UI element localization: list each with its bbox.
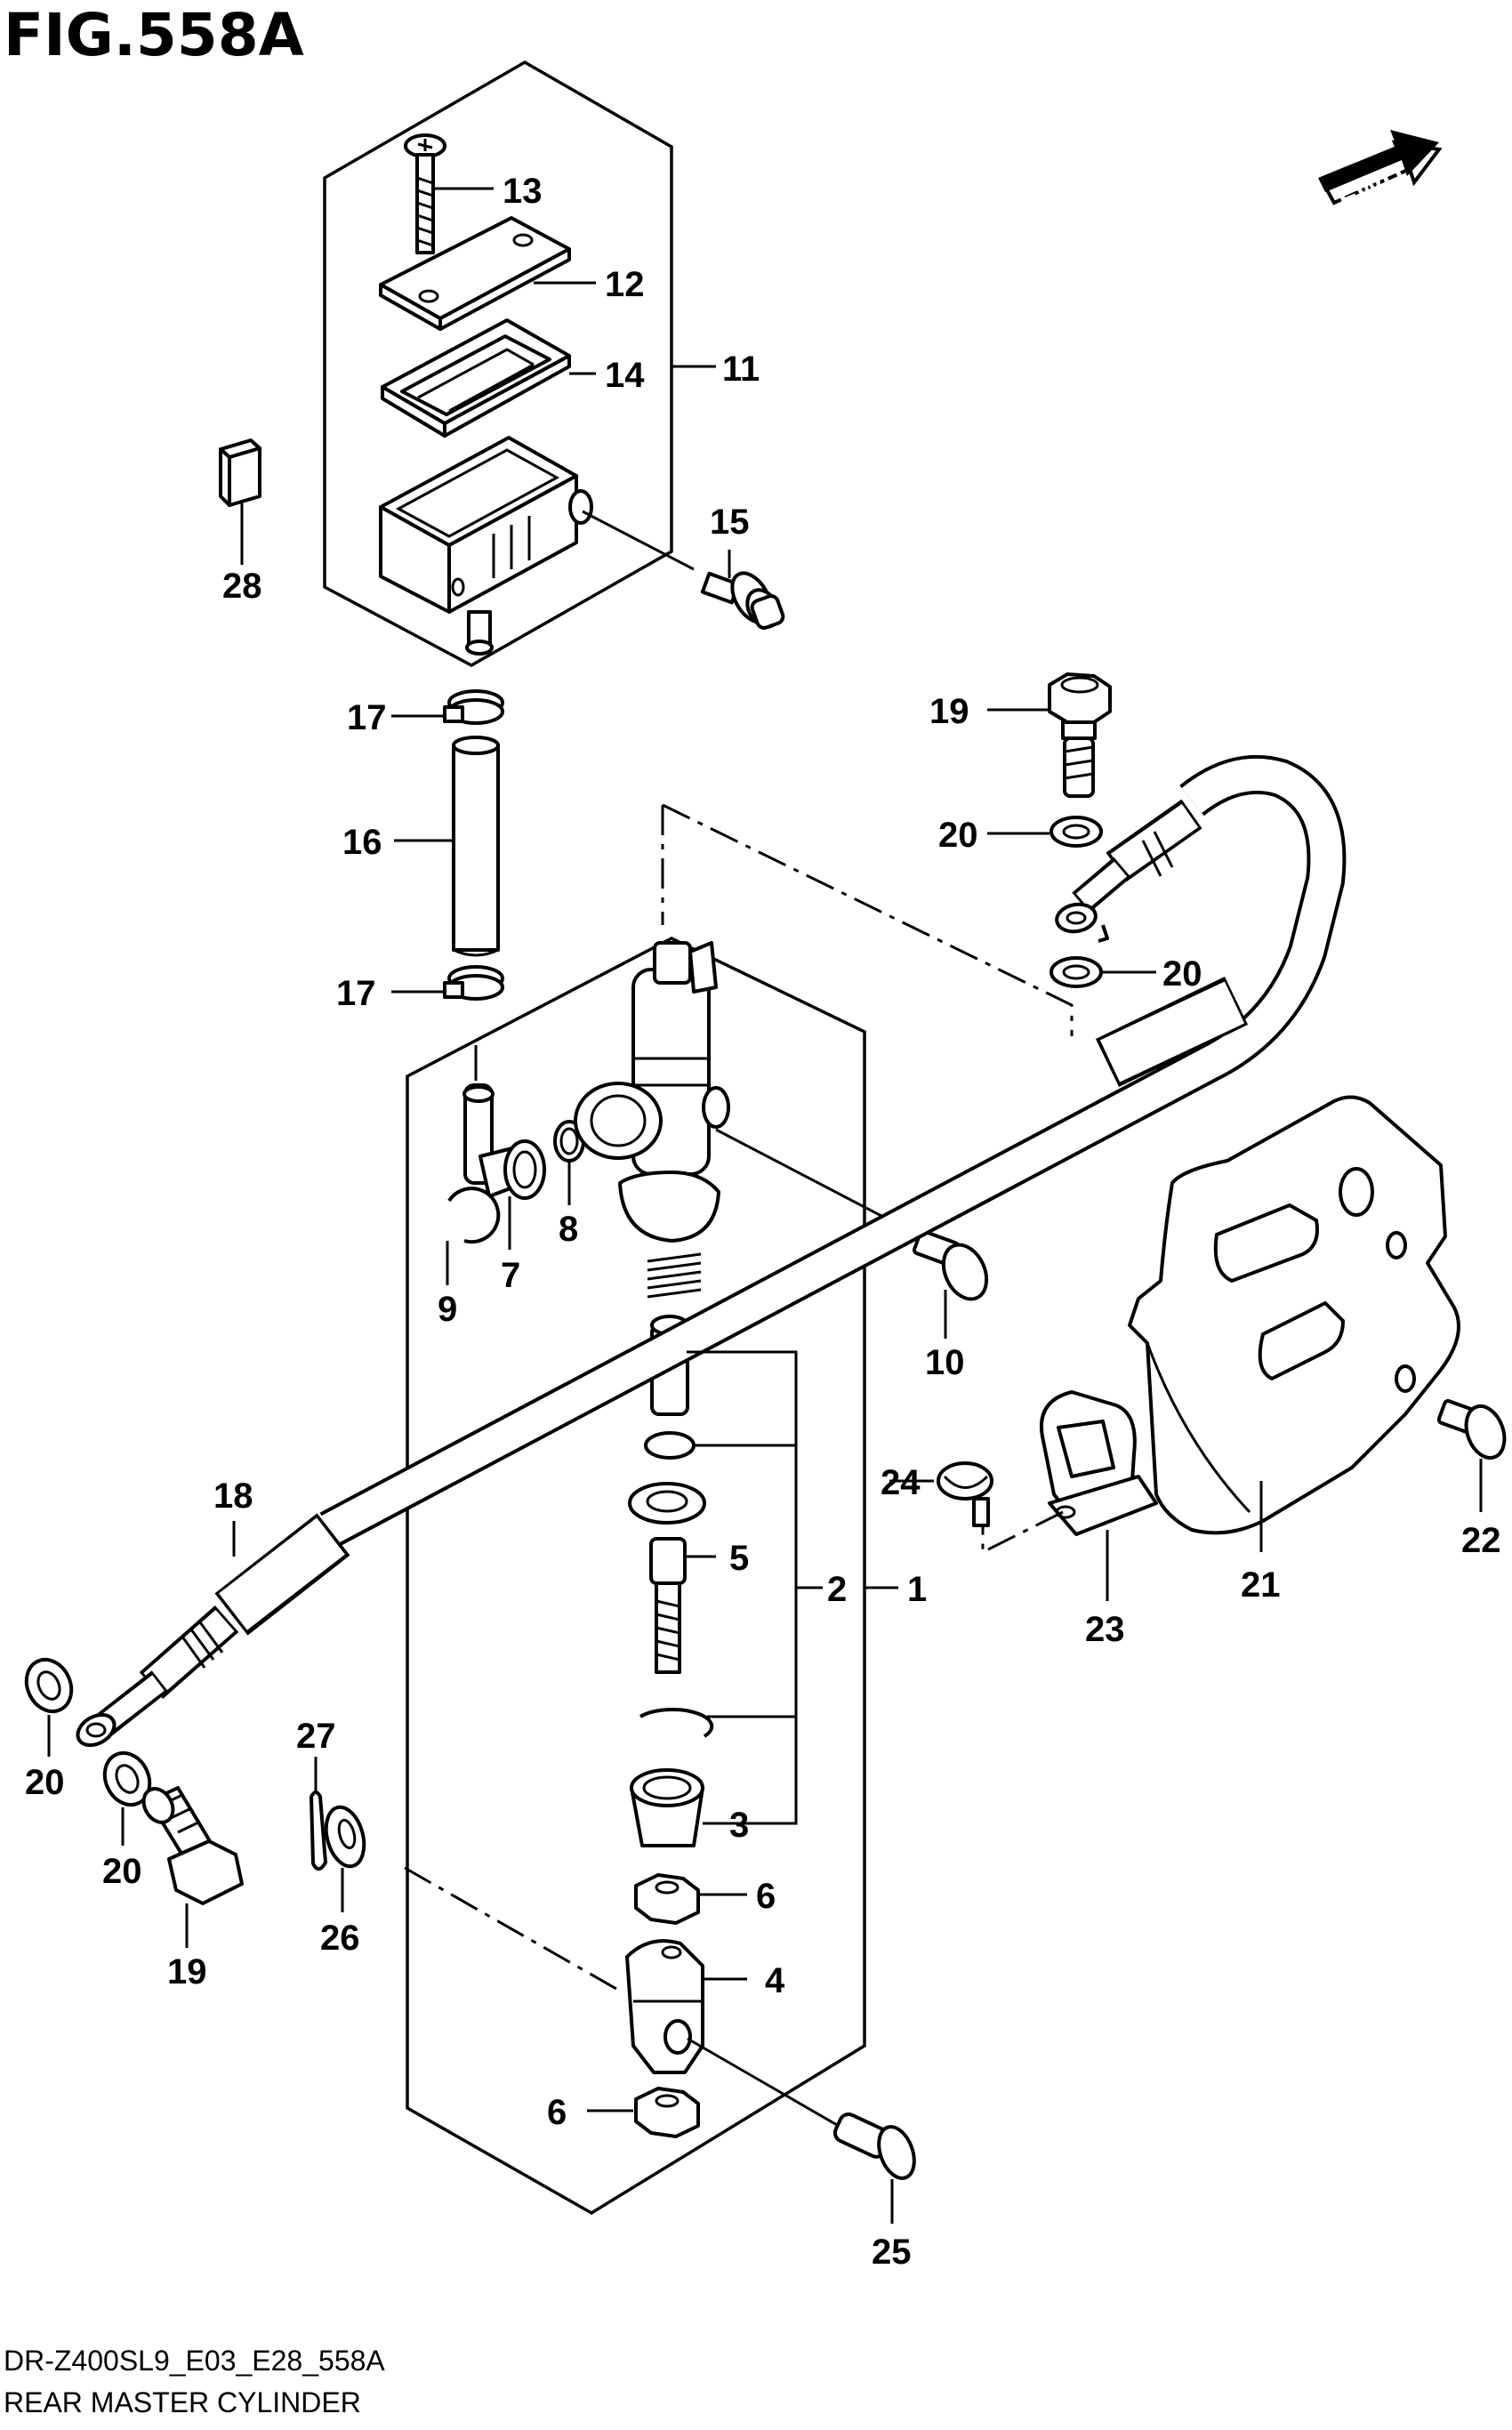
callout-17-lower: 17 bbox=[336, 974, 376, 1013]
callout-11: 11 bbox=[722, 350, 760, 389]
hose-clamp-17-lower bbox=[443, 965, 504, 1001]
cup-seal bbox=[644, 1431, 696, 1460]
callout-9: 9 bbox=[438, 1290, 457, 1329]
master-cylinder-box bbox=[406, 937, 866, 2216]
label-block-28 bbox=[219, 439, 261, 507]
callout-8: 8 bbox=[559, 1210, 578, 1249]
diaphragm-14 bbox=[381, 318, 571, 438]
callout-28: 28 bbox=[222, 567, 262, 606]
callout-20-a: 20 bbox=[938, 816, 978, 855]
nut-6-upper bbox=[634, 1873, 700, 1925]
dash-24-line bbox=[981, 1510, 1064, 1555]
callout-13: 13 bbox=[503, 172, 543, 211]
callout-20-d: 20 bbox=[102, 1852, 142, 1891]
callout-15: 15 bbox=[710, 503, 750, 542]
callout-20-c: 20 bbox=[25, 1763, 65, 1802]
callout-23: 23 bbox=[1085, 1610, 1125, 1649]
callout-17-upper: 17 bbox=[347, 698, 387, 737]
hose-route-dashline bbox=[662, 803, 1074, 1036]
callout-7: 7 bbox=[501, 1256, 520, 1295]
nut-6-lower bbox=[634, 2087, 700, 2138]
reservoir-cap-12 bbox=[379, 216, 571, 331]
push-rod-5 bbox=[649, 1537, 687, 1674]
figure-code: DR-Z400SL9_E03_E28_558A bbox=[4, 2345, 385, 2377]
callout-16: 16 bbox=[342, 823, 382, 862]
cotter-pin-27 bbox=[310, 1790, 327, 1871]
washer-20-b bbox=[1050, 956, 1103, 988]
reservoir-body-11 bbox=[379, 436, 593, 656]
screw-13 bbox=[404, 133, 446, 254]
callout-20-b: 20 bbox=[1162, 954, 1202, 994]
callout-3: 3 bbox=[729, 1806, 749, 1845]
washer-20-c bbox=[24, 1657, 74, 1714]
bolt-10 bbox=[913, 1229, 989, 1301]
bolt-15 bbox=[700, 571, 785, 630]
callout-24: 24 bbox=[881, 1463, 921, 1502]
leader-25-line bbox=[687, 2037, 855, 2136]
callout-26: 26 bbox=[320, 1919, 360, 1958]
washer-26 bbox=[324, 1805, 366, 1869]
leader-15-line bbox=[582, 510, 695, 571]
banjo-bolt-19-upper bbox=[1048, 672, 1112, 798]
figure-title: FIG.558A bbox=[4, 1, 304, 69]
callout-25: 25 bbox=[872, 2233, 912, 2272]
leader-lines bbox=[232, 187, 1156, 2112]
callout-19-upper: 19 bbox=[929, 692, 969, 731]
callout-19-lower: 19 bbox=[167, 1952, 207, 1991]
callout-6-upper: 6 bbox=[756, 1877, 776, 1916]
callout-2: 2 bbox=[827, 1570, 847, 1609]
clevis-pin-25 bbox=[832, 2112, 916, 2180]
hose-16 bbox=[452, 736, 500, 957]
callout-22: 22 bbox=[1461, 1521, 1501, 1560]
callout-12: 12 bbox=[605, 265, 645, 304]
screw-24 bbox=[937, 1461, 993, 1527]
dash-26-line bbox=[404, 1866, 623, 1994]
callout-27: 27 bbox=[296, 1717, 336, 1756]
banjo-bolt-19-lower bbox=[141, 1786, 244, 1905]
clamp-bracket-23 bbox=[1040, 1390, 1158, 1536]
boot-3 bbox=[630, 1768, 704, 1847]
callout-6-lower: 6 bbox=[547, 2093, 567, 2132]
washer-20-a bbox=[1050, 816, 1103, 848]
brake-hose-18 bbox=[76, 754, 1347, 1748]
callout-labels: 1 2 3 4 5 6 6 7 8 9 10 11 12 13 14 15 16… bbox=[25, 172, 1501, 2272]
fwd-direction-arrow: FWD bbox=[1318, 130, 1443, 217]
callout-14: 14 bbox=[605, 356, 645, 395]
callout-18: 18 bbox=[213, 1477, 253, 1516]
washer-20-d bbox=[102, 1750, 152, 1807]
callout-21: 21 bbox=[1241, 1565, 1281, 1605]
callout-1: 1 bbox=[907, 1570, 927, 1609]
bolt-22 bbox=[1436, 1399, 1507, 1460]
guard-21 bbox=[1128, 1095, 1460, 1535]
callout-4: 4 bbox=[765, 1961, 785, 2000]
master-cylinder-body bbox=[574, 941, 730, 1243]
clevis-4 bbox=[625, 1939, 704, 2074]
elbow-fitting-7 bbox=[462, 1083, 546, 1200]
hose-clamp-17-upper bbox=[443, 689, 504, 725]
spring bbox=[647, 1252, 702, 1299]
callout-10: 10 bbox=[925, 1343, 965, 1382]
circlip-9 bbox=[447, 1187, 501, 1244]
retaining-circlip bbox=[639, 1708, 714, 1738]
figure-name: REAR MASTER CYLINDER bbox=[4, 2386, 361, 2418]
reservoir-assembly-box bbox=[323, 60, 673, 667]
callout-5: 5 bbox=[729, 1539, 749, 1578]
washer bbox=[628, 1482, 706, 1525]
